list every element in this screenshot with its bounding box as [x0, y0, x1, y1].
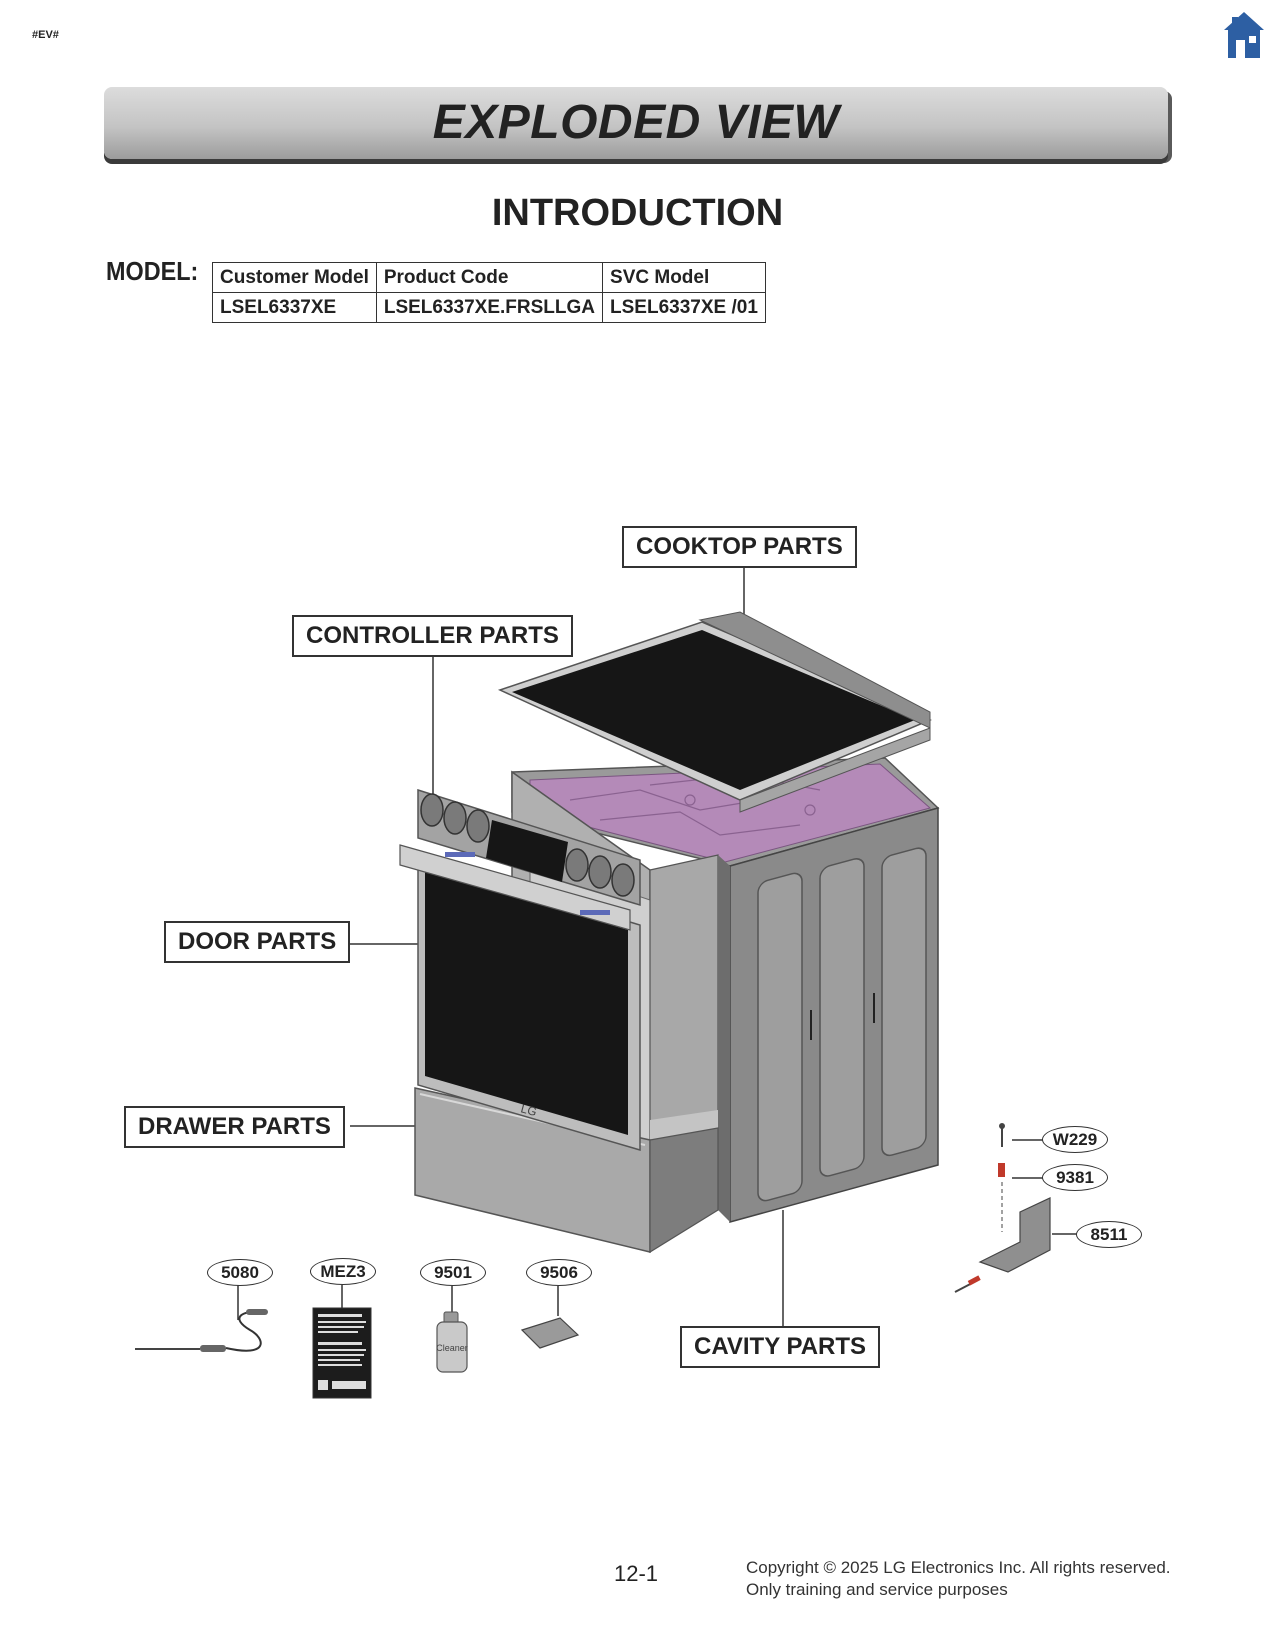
accessories: Cleaner	[135, 1307, 580, 1399]
page-number: 12-1	[614, 1561, 659, 1586]
model-table: Customer Model Product Code SVC Model LS…	[212, 262, 766, 323]
model-table-header-row: Customer Model Product Code SVC Model	[212, 262, 766, 293]
model-table-row: LSEL6337XE LSEL6337XE.FRSLLGA LSEL6337XE…	[212, 292, 766, 323]
banner-title: EXPLODED VIEW	[432, 96, 840, 149]
column-header: Customer Model	[212, 262, 377, 293]
page-subtitle: INTRODUCTION	[491, 192, 784, 234]
svc-model-cell: LSEL6337XE /01	[602, 292, 766, 323]
part-callout-5080[interactable]: 5080	[207, 1259, 273, 1286]
controller-parts-tag[interactable]: CONTROLLER PARTS	[292, 615, 573, 657]
cooktop-glass	[497, 611, 932, 813]
part-callout-w229[interactable]: W229	[1042, 1126, 1108, 1153]
model-label: MODEL:	[106, 256, 199, 286]
part-callout-mez3[interactable]: MEZ3	[310, 1258, 376, 1285]
document-tag: #EV#	[32, 29, 59, 41]
cleaner-bottle-label: Cleaner	[436, 1343, 468, 1353]
customer-model-cell: LSEL6337XE	[212, 292, 377, 323]
cooktop-parts-tag[interactable]: COOKTOP PARTS	[622, 526, 857, 568]
part-callout-9381[interactable]: 9381	[1042, 1164, 1108, 1191]
door-parts-tag[interactable]: DOOR PARTS	[164, 921, 351, 963]
column-header: SVC Model	[602, 262, 766, 293]
control-panel	[417, 788, 641, 915]
title-banner: EXPLODED VIEW	[104, 87, 1168, 159]
oven-door: LG	[399, 844, 641, 1152]
product-code-cell: LSEL6337XE.FRSLLGA	[375, 292, 604, 323]
part-callout-9501[interactable]: 9501	[420, 1259, 486, 1286]
bracket-parts	[954, 1123, 1051, 1293]
copyright-notice: Copyright © 2025 LG Electronics Inc. All…	[746, 1557, 1171, 1601]
part-callout-9506[interactable]: 9506	[526, 1259, 592, 1286]
part-callout-8511[interactable]: 8511	[1076, 1221, 1142, 1248]
home-icon[interactable]	[1222, 10, 1266, 60]
copyright-line: Copyright © 2025 LG Electronics Inc. All…	[746, 1558, 1171, 1577]
drawer-parts-tag[interactable]: DRAWER PARTS	[124, 1106, 345, 1148]
svg-text:LG: LG	[519, 1101, 538, 1119]
usage-note: Only training and service purposes	[746, 1580, 1008, 1599]
cavity-parts-tag[interactable]: CAVITY PARTS	[680, 1326, 881, 1368]
